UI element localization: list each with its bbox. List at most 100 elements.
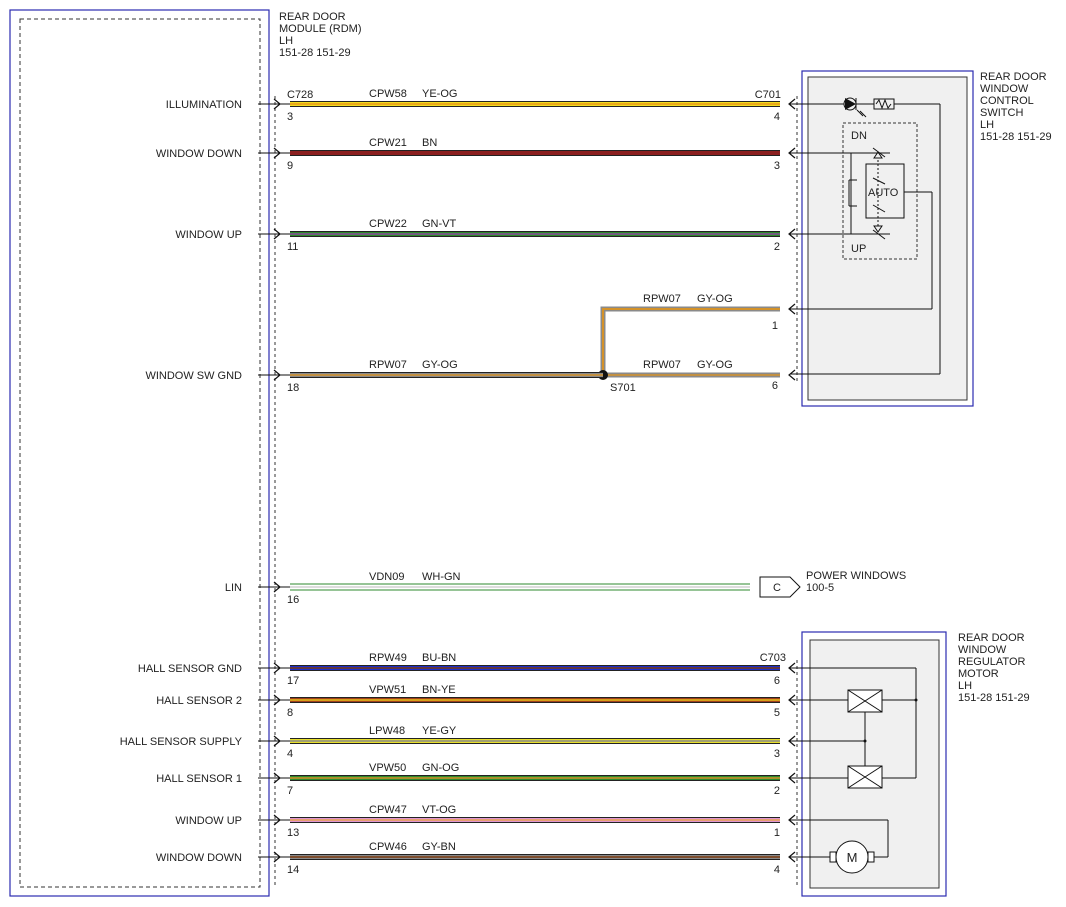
svg-text:POWER WINDOWS: POWER WINDOWS: [806, 570, 906, 582]
wire-color-label: GY-BN: [422, 841, 456, 853]
pin-left-label: 9: [287, 160, 293, 172]
splice-label: S701: [610, 382, 636, 394]
pin-left-label: 3: [287, 111, 293, 123]
power-windows-reference: C POWER WINDOWS 100-5: [759, 570, 906, 598]
svg-text:MOTOR: MOTOR: [958, 668, 999, 680]
pin-right-label: 2: [774, 241, 780, 253]
connector-c701: C701: [755, 89, 781, 101]
wire-color-label: GY-OG: [422, 359, 458, 371]
svg-text:CONTROL: CONTROL: [980, 95, 1034, 107]
splice-s701-branch: S701 RPW07 GY-OG 1 RPW07 GY-OG 6: [598, 293, 780, 394]
svg-text:100-5: 100-5: [806, 582, 834, 594]
connector-fork-right: [788, 694, 796, 706]
connector-fork-right: [788, 228, 796, 240]
branch-circuit-bottom: RPW07: [643, 359, 681, 371]
connector-fork-right: [788, 662, 796, 674]
connector-fork-right: [788, 814, 796, 826]
circuit-label: VDN09: [369, 571, 404, 583]
pin-left-label: 17: [287, 675, 299, 687]
branch-pin-top: 1: [772, 320, 778, 332]
connector-c703: C703: [760, 652, 786, 664]
svg-text:SWITCH: SWITCH: [980, 107, 1023, 119]
circuit-label: CPW22: [369, 218, 407, 230]
pin-right-label: 3: [774, 748, 780, 760]
circuit-label: CPW58: [369, 88, 407, 100]
pin-right-label: 2: [774, 785, 780, 797]
connector-fork-right-branch: [788, 303, 796, 315]
wire-color-label: YE-GY: [422, 725, 457, 737]
signal-label: WINDOW DOWN: [156, 852, 242, 864]
branch-color-bottom: GY-OG: [697, 359, 733, 371]
signal-label: WINDOW SW GND: [145, 370, 242, 382]
pin-left-label: 8: [287, 707, 293, 719]
svg-text:MODULE (RDM): MODULE (RDM): [279, 23, 362, 35]
signal-label: HALL SENSOR 1: [156, 773, 242, 785]
svg-text:151-28 151-29: 151-28 151-29: [958, 692, 1030, 704]
signal-label: HALL SENSOR GND: [138, 663, 242, 675]
signal-label: WINDOW DOWN: [156, 148, 242, 160]
wire-color-label: GN-OG: [422, 762, 459, 774]
connector-fork-right: [788, 772, 796, 784]
signal-label: LIN: [225, 582, 242, 594]
circuit-label: CPW46: [369, 841, 407, 853]
pin-left-label: 18: [287, 382, 299, 394]
rdm-module: [9, 9, 276, 897]
svg-text:151-28 151-29: 151-28 151-29: [980, 131, 1052, 143]
switch-up-label: UP: [851, 243, 866, 255]
circuit-label: CPW47: [369, 804, 407, 816]
circuit-label: LPW48: [369, 725, 405, 737]
switch-dn-label: DN: [851, 130, 867, 142]
wire-color-label: WH-GN: [422, 571, 461, 583]
pin-left-label: 13: [287, 827, 299, 839]
wire-color-label: BU-BN: [422, 652, 456, 664]
branch-circuit-top: RPW07: [643, 293, 681, 305]
wire-color-label: BN-YE: [422, 684, 456, 696]
branch-color-top: GY-OG: [697, 293, 733, 305]
wire-color-label: BN: [422, 137, 437, 149]
switch-module: DN UP AUTO: [790, 70, 974, 407]
connector-fork-right: [788, 147, 796, 159]
svg-text:WINDOW: WINDOW: [980, 83, 1029, 95]
pin-right-label: 6: [774, 675, 780, 687]
signal-label: WINDOW UP: [175, 815, 242, 827]
pin-left-label: 14: [287, 864, 299, 876]
connector-c728: C728: [287, 89, 313, 101]
connector-fork-right: [788, 98, 796, 110]
svg-text:REGULATOR: REGULATOR: [958, 656, 1025, 668]
switch-auto-label: AUTO: [868, 187, 899, 199]
pin-right-label: 5: [774, 707, 780, 719]
pin-right-label: 4: [774, 111, 780, 123]
switch-title: REAR DOOR WINDOW CONTROL SWITCH LH 151-2…: [980, 71, 1052, 143]
wire-color-label: GN-VT: [422, 218, 457, 230]
motor-m-label: M: [847, 850, 858, 865]
circuit-label: VPW50: [369, 762, 406, 774]
signal-label: ILLUMINATION: [166, 99, 242, 111]
svg-text:REAR DOOR: REAR DOOR: [958, 632, 1025, 644]
motor-module: M: [790, 631, 947, 897]
connector-fork-right: [788, 735, 796, 747]
svg-text:WINDOW: WINDOW: [958, 644, 1007, 656]
pin-left-label: 16: [287, 594, 299, 606]
circuit-label: RPW49: [369, 652, 407, 664]
signal-label: HALL SENSOR SUPPLY: [120, 736, 243, 748]
pin-left-label: 4: [287, 748, 293, 760]
branch-pin-bottom: 6: [772, 380, 778, 392]
svg-text:LH: LH: [958, 680, 972, 692]
connector-fork-right-gnd: [788, 369, 796, 381]
motor-title: REAR DOOR WINDOW REGULATOR MOTOR LH 151-…: [958, 632, 1030, 704]
svg-text:151-28 151-29: 151-28 151-29: [279, 47, 351, 59]
circuit-label: RPW07: [369, 359, 407, 371]
svg-text:REAR DOOR: REAR DOOR: [279, 11, 346, 23]
circuit-label: CPW21: [369, 137, 407, 149]
svg-text:LH: LH: [980, 119, 994, 131]
pin-left-label: 7: [287, 785, 293, 797]
svg-text:REAR DOOR: REAR DOOR: [980, 71, 1047, 83]
connector-fork-right: [788, 851, 796, 863]
wire-color-label: VT-OG: [422, 804, 456, 816]
pin-right-label: 1: [774, 827, 780, 839]
rdm-title: REAR DOOR MODULE (RDM) LH 151-28 151-29: [279, 11, 362, 59]
wire-color-label: YE-OG: [422, 88, 457, 100]
pin-left-label: 11: [287, 241, 298, 253]
pin-right-label: 3: [774, 160, 780, 172]
